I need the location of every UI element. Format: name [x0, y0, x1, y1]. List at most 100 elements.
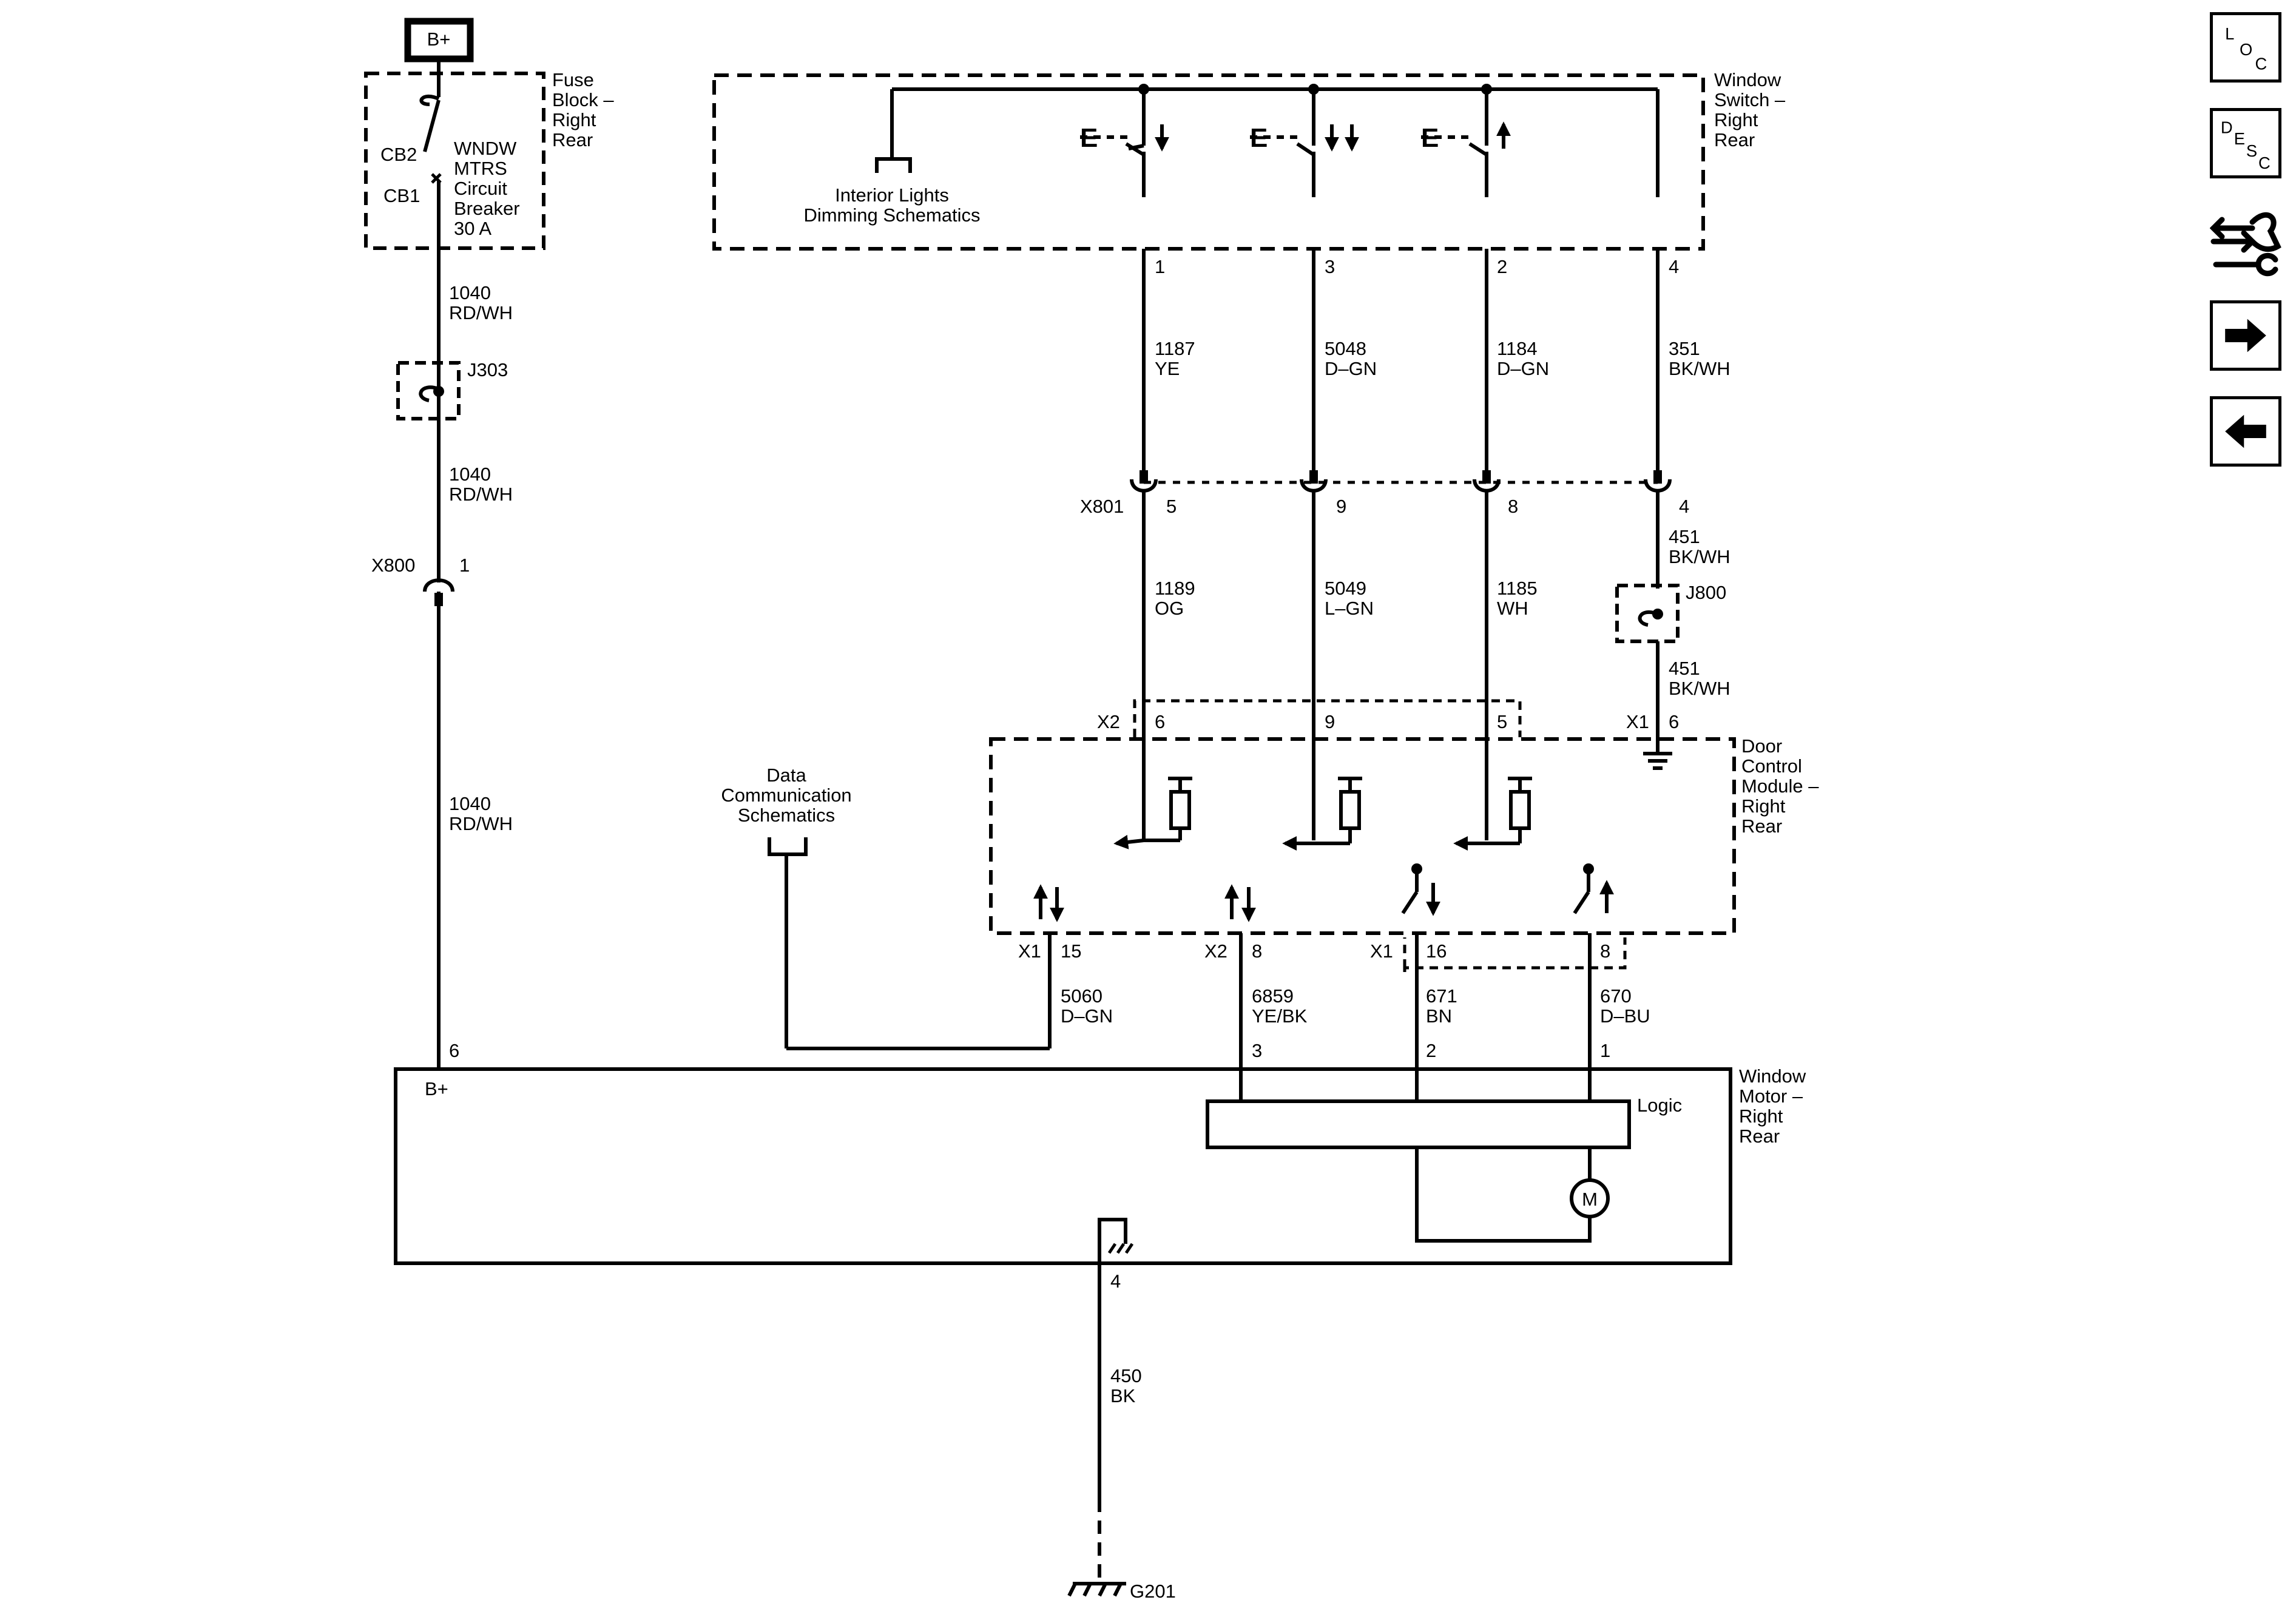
- dcm-pin-15: 15: [1061, 940, 1081, 962]
- breaker-label: WNDW MTRS Circuit Breaker 30 A: [454, 138, 520, 239]
- fuse-block-name: Fuse Block – Right Rear: [552, 69, 614, 150]
- wire-351: 351 BK/WH: [1669, 338, 1730, 379]
- svg-text:OG: OG: [1155, 598, 1184, 619]
- j800-outline: [1615, 584, 1680, 643]
- svg-text:5049: 5049: [1325, 578, 1366, 599]
- wire-451-a: 451 BK/WH: [1669, 526, 1730, 567]
- svg-text:RD/WH: RD/WH: [449, 813, 513, 834]
- motor-symbol: [1570, 1178, 1610, 1218]
- fuse-block-outline: [364, 72, 545, 250]
- wire-450: 450 BK: [1110, 1365, 1142, 1406]
- svg-text:YE: YE: [1155, 358, 1180, 379]
- svg-text:D: D: [2221, 118, 2233, 137]
- motor-pin-1: 1: [1600, 1040, 1610, 1061]
- svg-text:D–GN: D–GN: [1497, 358, 1549, 379]
- switch-pin-1: 1: [1155, 256, 1165, 277]
- dcm-x1-top: X1: [1626, 711, 1649, 732]
- switch-pin-3: 3: [1325, 256, 1335, 277]
- wire-451-b: 451 BK/WH: [1669, 658, 1730, 699]
- svg-text:Communication: Communication: [721, 785, 851, 806]
- wire-1189: 1189 OG: [1155, 578, 1195, 619]
- wire-1184: 1184 D–GN: [1497, 338, 1549, 379]
- svg-text:1185: 1185: [1497, 578, 1538, 599]
- logic-label: Logic: [1637, 1095, 1682, 1116]
- wire-6859: 6859 YE/BK: [1252, 985, 1308, 1027]
- svg-text:BK/WH: BK/WH: [1669, 358, 1730, 379]
- dcm-pin-16: 16: [1426, 940, 1447, 962]
- bplus-label: B+: [427, 29, 451, 50]
- dcm-x1-bottom-a: X1: [1018, 940, 1041, 962]
- svg-text:BK: BK: [1110, 1385, 1136, 1406]
- svg-text:451: 451: [1669, 526, 1700, 547]
- svg-text:Switch –: Switch –: [1714, 89, 1786, 110]
- arrow-left-icon: [2225, 414, 2266, 448]
- motor-m: M: [1582, 1189, 1598, 1210]
- svg-text:S: S: [2246, 141, 2257, 160]
- wire-1187: 1187 YE: [1155, 338, 1195, 379]
- logic-box: [1206, 1099, 1631, 1149]
- svg-text:Right: Right: [1739, 1106, 1783, 1127]
- svg-text:L–GN: L–GN: [1325, 598, 1374, 619]
- dcm-x2-top: X2: [1097, 711, 1120, 732]
- ground-g201: G201: [1130, 1581, 1176, 1602]
- svg-text:Rear: Rear: [552, 129, 593, 150]
- svg-text:1184: 1184: [1497, 338, 1538, 359]
- svg-text:C: C: [2258, 154, 2271, 172]
- svg-text:C: C: [2255, 55, 2267, 73]
- svg-text:RD/WH: RD/WH: [449, 302, 513, 323]
- switch-e-1: E: [1080, 123, 1098, 153]
- svg-text:Rear: Rear: [1714, 129, 1755, 150]
- x801-label: X801: [1080, 496, 1124, 517]
- window-motor-outline: [394, 1067, 1732, 1265]
- j303-label: J303: [467, 359, 508, 380]
- svg-text:Fuse: Fuse: [552, 69, 594, 90]
- svg-text:Circuit: Circuit: [454, 178, 507, 199]
- dcm-pin-8b: 8: [1600, 940, 1610, 962]
- svg-text:5048: 5048: [1325, 338, 1366, 359]
- svg-text:Right: Right: [1714, 109, 1758, 130]
- next-page-button[interactable]: [2210, 300, 2281, 371]
- svg-text:D–GN: D–GN: [1325, 358, 1377, 379]
- wire-1185: 1185 WH: [1497, 578, 1538, 619]
- svg-text:Breaker: Breaker: [454, 198, 520, 219]
- data-communication-link[interactable]: Data Communication Schematics: [721, 765, 851, 826]
- wire-1040-a: 1040 RD/WH: [449, 282, 513, 323]
- interior-lights-link[interactable]: Interior Lights Dimming Schematics: [803, 184, 980, 226]
- svg-text:5060: 5060: [1061, 985, 1102, 1007]
- svg-text:Door: Door: [1741, 735, 1782, 757]
- svg-text:Window: Window: [1739, 1065, 1806, 1087]
- svg-text:30 A: 30 A: [454, 218, 491, 239]
- dcm-x2-bottom: X2: [1204, 940, 1227, 962]
- motor-bplus: B+: [425, 1078, 448, 1099]
- switch-e-2: E: [1250, 123, 1268, 153]
- wire-671: 671 BN: [1426, 985, 1457, 1027]
- wire-5049: 5049 L–GN: [1325, 578, 1374, 619]
- wire-1040-c: 1040 RD/WH: [449, 793, 513, 834]
- svg-text:BK/WH: BK/WH: [1669, 678, 1730, 699]
- svg-text:450: 450: [1110, 1365, 1142, 1386]
- svg-text:Control: Control: [1741, 755, 1802, 777]
- switch-e-3: E: [1421, 123, 1439, 153]
- svg-text:O: O: [2240, 40, 2252, 59]
- cb2-label: CB2: [380, 144, 417, 165]
- svg-text:1040: 1040: [449, 464, 491, 485]
- loc-button[interactable]: L O C: [2210, 12, 2281, 83]
- switch-pin-4: 4: [1669, 256, 1679, 277]
- motor-pin-6: 6: [449, 1040, 459, 1061]
- motor-pin-4: 4: [1110, 1271, 1121, 1292]
- svg-text:BK/WH: BK/WH: [1669, 546, 1730, 567]
- svg-text:1040: 1040: [449, 282, 491, 303]
- svg-text:YE/BK: YE/BK: [1252, 1005, 1308, 1027]
- svg-text:Interior Lights: Interior Lights: [835, 184, 949, 206]
- arrow-right-icon: [2225, 319, 2266, 353]
- desc-button[interactable]: D E S C: [2210, 108, 2281, 178]
- motor-pin-3: 3: [1252, 1040, 1262, 1061]
- window-switch-outline: [712, 73, 1705, 251]
- previous-page-button[interactable]: [2210, 396, 2281, 467]
- svg-text:D–BU: D–BU: [1600, 1005, 1650, 1027]
- dcm-outline: [989, 737, 1736, 935]
- splice-j800: [1652, 609, 1663, 619]
- svg-text:Block –: Block –: [552, 89, 614, 110]
- connector-repair-icon[interactable]: [2209, 204, 2281, 280]
